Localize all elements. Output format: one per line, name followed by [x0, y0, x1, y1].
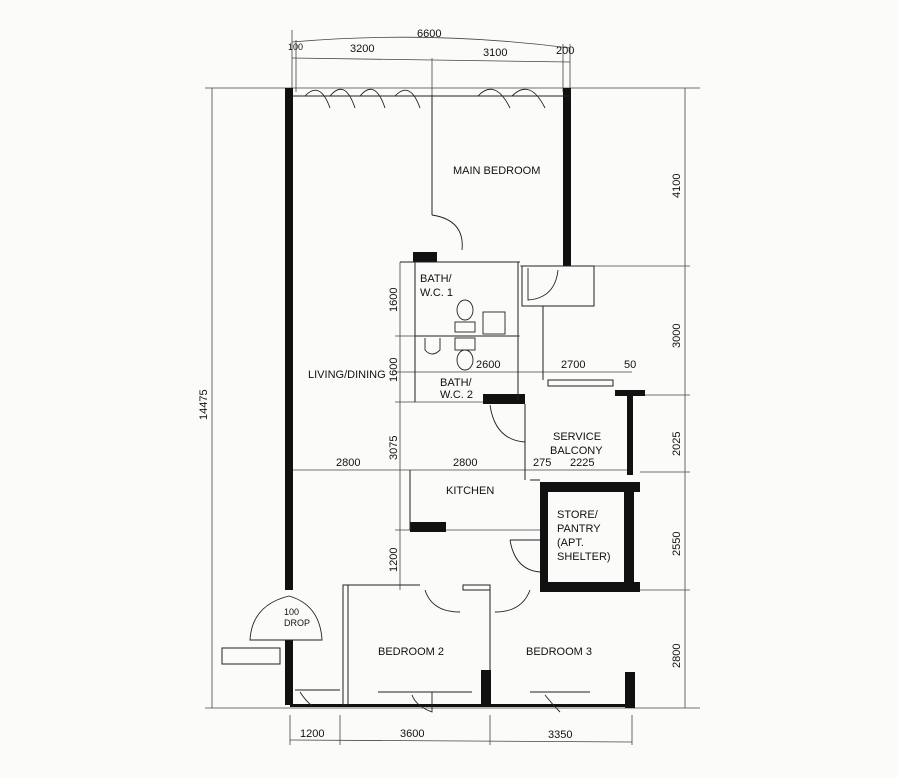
room-label-bath1-line2: W.C. 1: [420, 287, 453, 299]
dim-inner-1600b: 1600: [388, 358, 400, 382]
dim-top-200: 200: [556, 45, 574, 57]
room-label-main-bedroom: MAIN BEDROOM: [453, 165, 540, 177]
room-label-store-line3: (APT.: [557, 537, 584, 549]
dim-right-4100: 4100: [671, 174, 683, 198]
dim-inner-1600a: 1600: [388, 288, 400, 312]
dim-inner-275: 275: [533, 457, 551, 469]
room-label-service-balcony: SERVICE: [553, 431, 601, 443]
dim-inner-1200: 1200: [388, 548, 400, 572]
dim-bottom-3350: 3350: [548, 729, 572, 741]
refuse-drop-label-line2: DROP: [284, 618, 310, 628]
dim-inner-2800b: 2800: [453, 457, 477, 469]
dim-inner-50: 50: [624, 359, 636, 371]
room-label-store-line4: SHELTER): [557, 551, 611, 563]
room-label-bedroom2: BEDROOM 2: [378, 646, 444, 658]
dim-inner-2225: 2225: [570, 457, 594, 469]
dim-top-3100: 3100: [483, 47, 507, 59]
refuse-drop-label: 100: [284, 607, 299, 617]
doors-windows: [249, 88, 590, 713]
dim-bottom-1200: 1200: [300, 728, 324, 740]
room-label-bath1: BATH/: [420, 273, 453, 285]
dim-inner-2700: 2700: [561, 359, 585, 371]
dim-inner-3075: 3075: [388, 436, 400, 460]
dim-right-2550: 2550: [671, 532, 683, 556]
room-label-store-line2: PANTRY: [557, 523, 601, 535]
dim-inner-2800a: 2800: [336, 457, 360, 469]
dim-right-3000: 3000: [671, 324, 683, 348]
dim-bottom-3600: 3600: [400, 728, 424, 740]
dim-right-2025: 2025: [671, 432, 683, 456]
room-label-bath2-line2: W.C. 2: [440, 389, 473, 401]
room-label-bath2: BATH/: [440, 377, 473, 389]
room-label-bedroom3: BEDROOM 3: [526, 646, 592, 658]
room-label-kitchen: KITCHEN: [446, 485, 494, 497]
dim-inner-2600: 2600: [476, 359, 500, 371]
dim-top-100: 100: [288, 42, 303, 52]
dim-top-total: 6600: [417, 28, 441, 40]
dim-top-3200: 3200: [350, 43, 374, 55]
partitions: [221, 95, 614, 706]
room-label-living-dining: LIVING/DINING: [308, 369, 386, 381]
room-label-store: STORE/: [557, 509, 599, 521]
dim-left-total: 14475: [198, 389, 210, 420]
dim-right-2800: 2800: [671, 644, 683, 668]
walls: [285, 88, 645, 708]
room-label-service-balcony-line2: BALCONY: [550, 445, 603, 457]
